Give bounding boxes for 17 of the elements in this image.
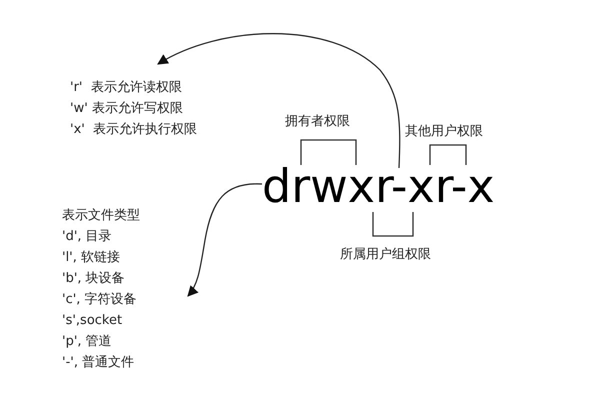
note-line: 'd', 目录 [62,228,112,246]
note-line: 'p', 管道 [62,333,112,351]
note-line: 's',socket [62,312,122,330]
note-line: 表示文件类型 [62,207,140,225]
group-label: 所属用户组权限 [340,246,431,263]
note-line: 'l', 软链接 [62,249,120,267]
note-line: '-', 普通文件 [62,354,134,372]
permission-string: drwxr-xr-x [262,160,495,212]
note-line: 'x' 表示允许执行权限 [70,121,198,139]
note-line: 'w' 表示允许写权限 [70,100,183,118]
others-label: 其他用户权限 [405,123,483,140]
note-line: 'c', 字符设备 [62,291,137,309]
note-line: 'b', 块设备 [62,270,125,288]
owner-label: 拥有者权限 [285,113,350,130]
curved-arrow [187,183,262,297]
note-line: 'r' 表示允许读权限 [70,79,182,97]
curved-arrow [157,33,400,168]
